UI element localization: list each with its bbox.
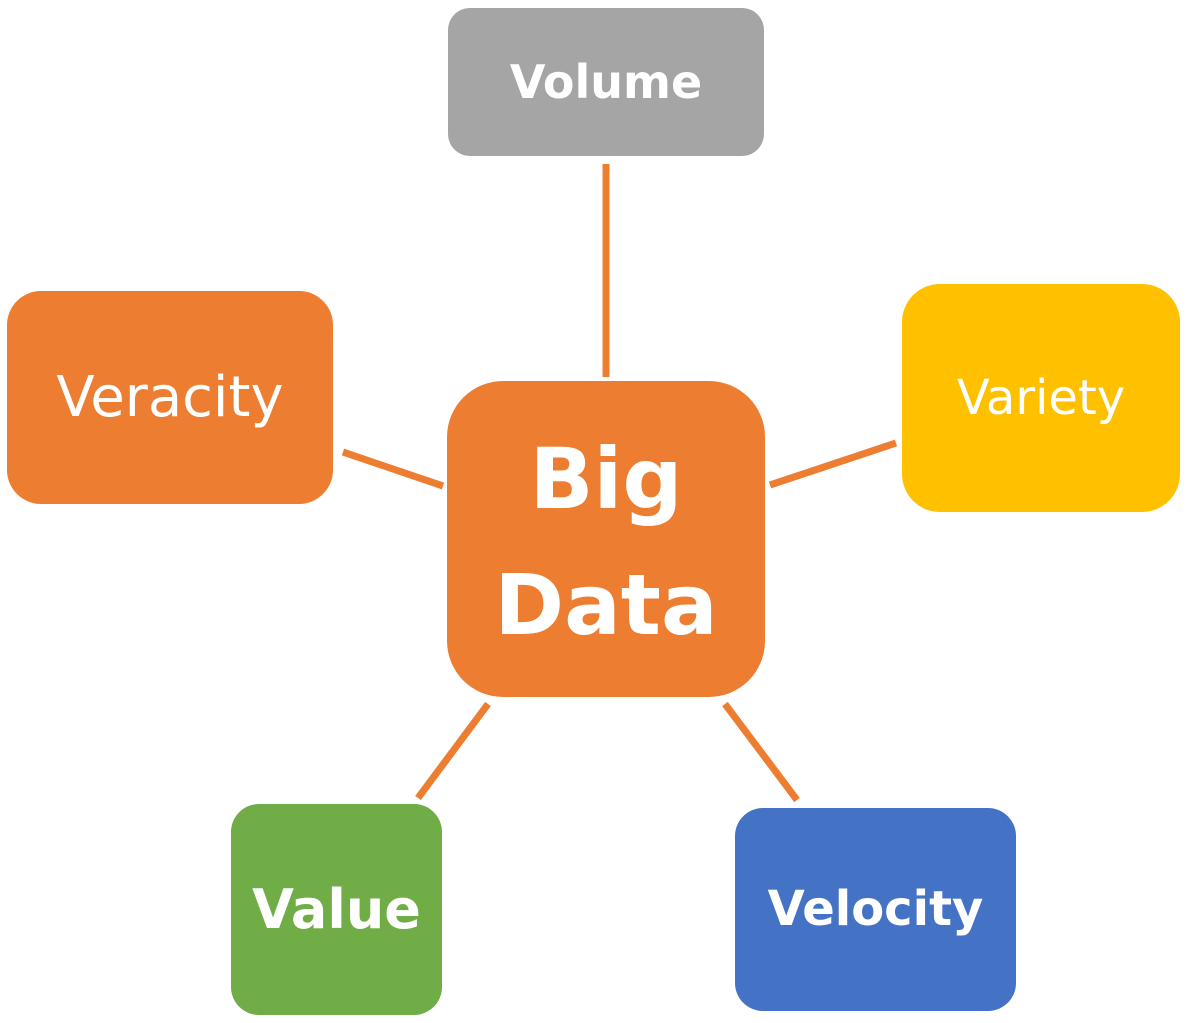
node-variety-label: Variety <box>956 369 1126 426</box>
connector-variety <box>768 439 898 489</box>
node-velocity-label: Velocity <box>767 881 984 938</box>
node-value: Value <box>231 804 442 1015</box>
node-veracity: Veracity <box>7 291 333 504</box>
connector-veracity <box>341 448 445 490</box>
node-velocity: Velocity <box>735 808 1016 1011</box>
node-volume: Volume <box>448 8 764 156</box>
node-big-data: Big Data <box>447 381 765 697</box>
node-big-data-label: Big Data <box>494 430 718 654</box>
node-volume-label: Volume <box>509 54 703 109</box>
connector-velocity <box>722 701 800 803</box>
connector-value <box>415 701 491 801</box>
node-variety: Variety <box>902 284 1180 512</box>
node-veracity-label: Veracity <box>56 364 284 430</box>
node-value-label: Value <box>252 877 421 941</box>
